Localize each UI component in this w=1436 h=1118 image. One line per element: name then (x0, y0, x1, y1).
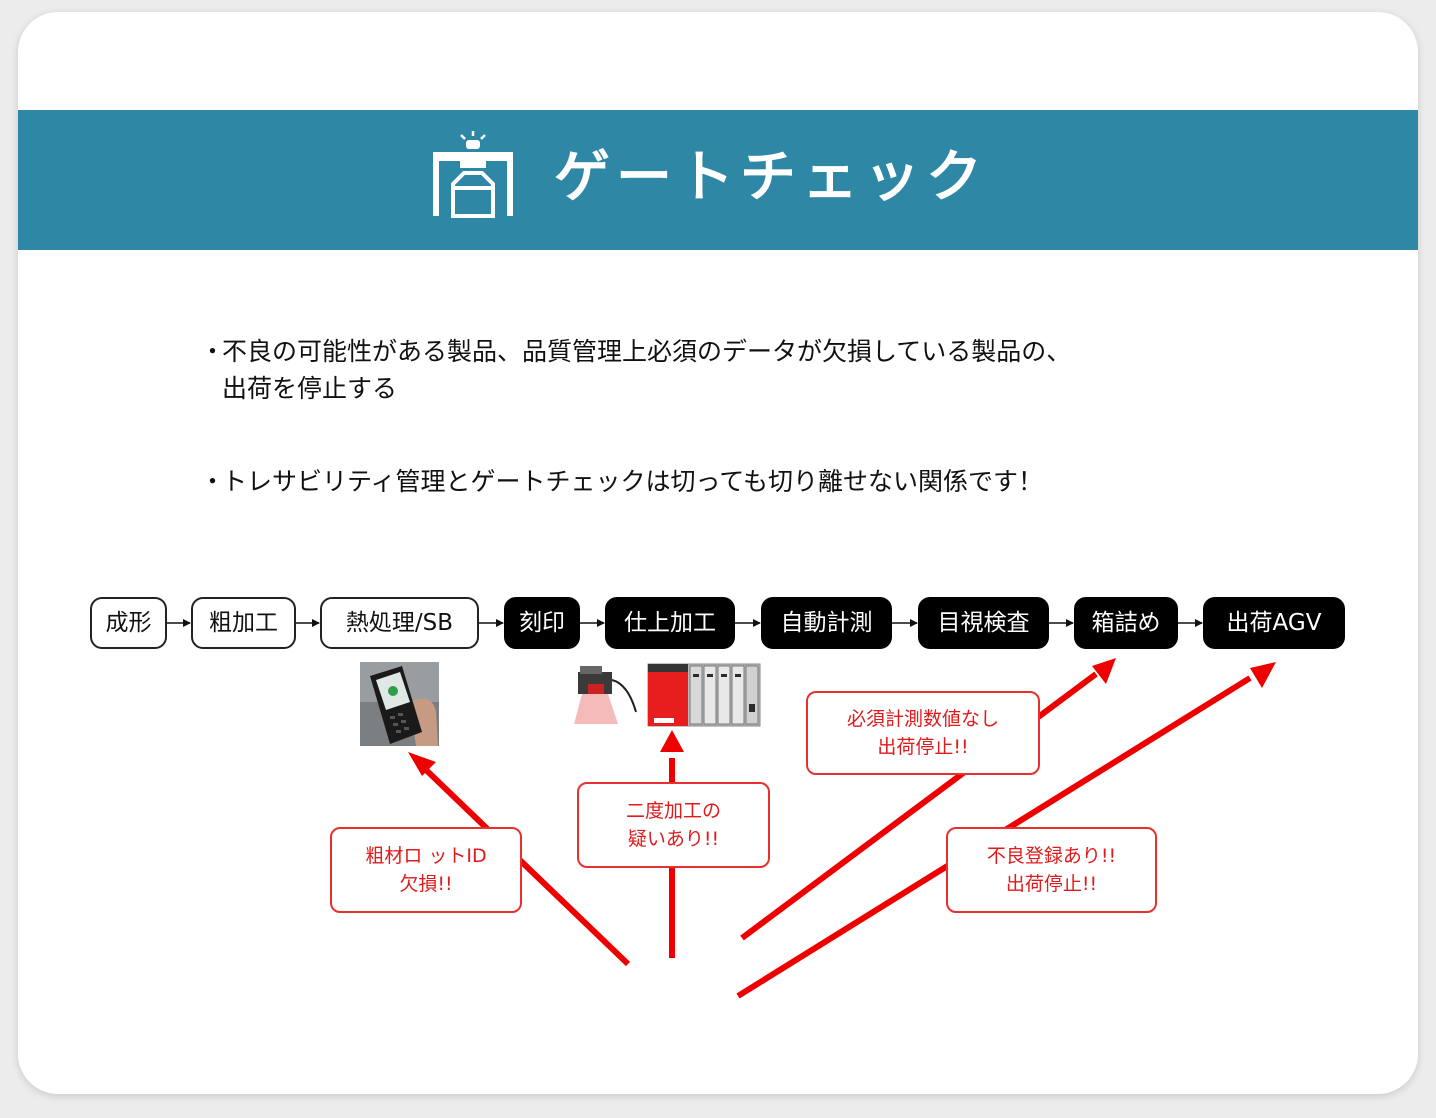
callout-rework-suspected: 二度加工の 疑いあり!! (577, 782, 770, 868)
flow-diagram-graphics (167, 619, 1276, 999)
callout-lot-line-2: 欠損!! (399, 873, 453, 895)
bullet-1: ・不良の可能性がある製品、品質管理上必須のデータが欠損している製品の、 出荷を停… (200, 333, 1071, 407)
step-jidou-keisoku: 自動計測 (761, 597, 892, 649)
handheld-scanner-image (360, 662, 439, 746)
callout-measure-line-2: 出荷停止!! (877, 736, 969, 758)
callout-rework-line-2: 疑いあり!! (627, 828, 720, 850)
step-netsushori: 熱処理/SB (320, 597, 479, 649)
bullet-1-line-2: 出荷を停止する (222, 374, 398, 403)
code-reader-and-plc-image (574, 663, 761, 727)
callout-measure-line-1: 必須計測数値なし (846, 708, 999, 730)
red-arrowheads (408, 658, 1276, 776)
bullet-1-line-1: 不良の可能性がある製品、品質管理上必須のデータが欠損している製品の、 (222, 337, 1072, 366)
step-shukka-agv: 出荷AGV (1203, 597, 1345, 649)
callout-lot-line-1: 粗材ロ ットID (365, 845, 487, 867)
callout-defect-registered: 不良登録あり!! 出荷停止!! (946, 827, 1157, 913)
callout-defect-line-1: 不良登録あり!! (986, 845, 1117, 867)
callout-rework-line-1: 二度加工の (625, 800, 721, 822)
bullet-2-line-1: トレサビリティ管理とゲートチェックは切っても切り離せない関係です！ (222, 467, 1044, 496)
step-kokuin: 刻印 (504, 597, 580, 649)
step-seikei: 成形 (90, 597, 167, 649)
bullet-dot: ・ (200, 337, 226, 366)
step-mokushi: 目視検査 (918, 597, 1049, 649)
step-hakozume: 箱詰め (1074, 597, 1178, 649)
step-shiage: 仕上加工 (605, 597, 735, 649)
bullet-2: ・トレサビリティ管理とゲートチェックは切っても切り離せない関係です！ (200, 463, 1043, 500)
callout-defect-line-2: 出荷停止!! (1005, 873, 1098, 895)
bullet-dot: ・ (200, 467, 226, 496)
callout-measurement-missing: 必須計測数値なし 出荷停止!! (806, 691, 1040, 775)
gate-icon (433, 131, 513, 218)
header-banner: ゲートチェック (18, 110, 1418, 250)
page-title: ゲートチェック (554, 145, 988, 210)
slide-card: ゲートチェック ・不良の可能性がある製品、品質管理上必須のデータが欠損している製… (18, 12, 1418, 1094)
callout-lot-id-missing: 粗材ロ ットID 欠損!! (330, 827, 522, 913)
step-sokakou: 粗加工 (191, 597, 296, 649)
